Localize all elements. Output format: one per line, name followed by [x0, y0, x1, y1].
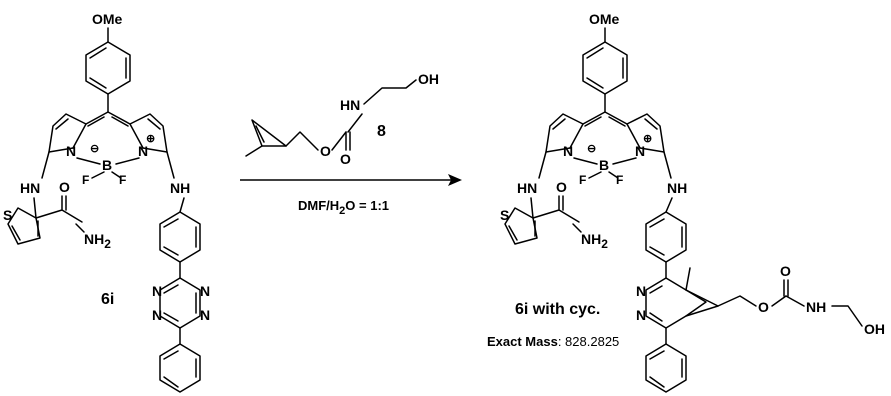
- reaction-arrow: [240, 174, 462, 186]
- tetrazine-n2: N: [200, 307, 210, 323]
- reagent-8: O O HN OH 8: [245, 71, 439, 167]
- amide-nh2: NH2: [84, 231, 111, 251]
- carbamate-nh: HN: [340, 97, 360, 113]
- thiophene-sulfur: S: [500, 207, 509, 223]
- amide-oxygen: O: [556, 179, 567, 195]
- core-n-right: N: [138, 143, 148, 159]
- carbamate-o-ether: O: [320, 143, 331, 159]
- reagent-label: 8: [377, 123, 386, 140]
- tetrazine-n3: N: [152, 283, 162, 299]
- nh-right: NH: [170, 180, 190, 196]
- reactant-6i: OMe N N B ⊖ ⊕ F F HN NH S O NH2: [3, 11, 210, 393]
- hn-left: HN: [20, 180, 40, 196]
- pyridazine-n2: N: [636, 307, 646, 323]
- carbamate-o-carbonyl: O: [340, 151, 351, 167]
- methoxy-label: OMe: [92, 11, 123, 27]
- terminal-oh: OH: [418, 71, 439, 87]
- methoxy-label: OMe: [589, 11, 620, 27]
- fluorine-left: F: [579, 173, 586, 187]
- amide-nh2: NH2: [581, 231, 608, 251]
- boron-atom: B: [102, 157, 112, 173]
- core-n-right: N: [635, 143, 645, 159]
- terminal-oh: OH: [864, 321, 885, 337]
- tetrazine-n1: N: [200, 283, 210, 299]
- reaction-conditions: DMF/H2O = 1:1: [298, 198, 389, 217]
- boron-atom: B: [599, 157, 609, 173]
- product-6i-with-cyc: OMe N N B ⊖ ⊕ F F HN NH S O NH2: [487, 11, 885, 393]
- core-n-left: N: [66, 143, 76, 159]
- plus-charge-icon: ⊕: [146, 133, 155, 145]
- carbamate-nh: NH: [806, 299, 826, 315]
- minus-charge-icon: ⊖: [90, 143, 99, 155]
- fluorine-left: F: [82, 173, 89, 187]
- product-label: 6i with cyc.: [515, 301, 600, 318]
- tetrazine-n4: N: [152, 307, 162, 323]
- carbamate-o-carbonyl: O: [780, 263, 791, 279]
- plus-charge-icon: ⊕: [643, 133, 652, 145]
- reactant-label: 6i: [101, 291, 114, 308]
- carbamate-o-ether: O: [758, 299, 769, 315]
- fluorine-right: F: [616, 173, 623, 187]
- pyridazine-n1: N: [636, 283, 646, 299]
- core-n-left: N: [563, 143, 573, 159]
- exact-mass: Exact Mass: 828.2825: [487, 334, 619, 349]
- amide-oxygen: O: [59, 179, 70, 195]
- thiophene-sulfur: S: [3, 207, 12, 223]
- fluorine-right: F: [119, 173, 126, 187]
- hn-left: HN: [517, 180, 537, 196]
- minus-charge-icon: ⊖: [587, 143, 596, 155]
- nh-right: NH: [667, 180, 687, 196]
